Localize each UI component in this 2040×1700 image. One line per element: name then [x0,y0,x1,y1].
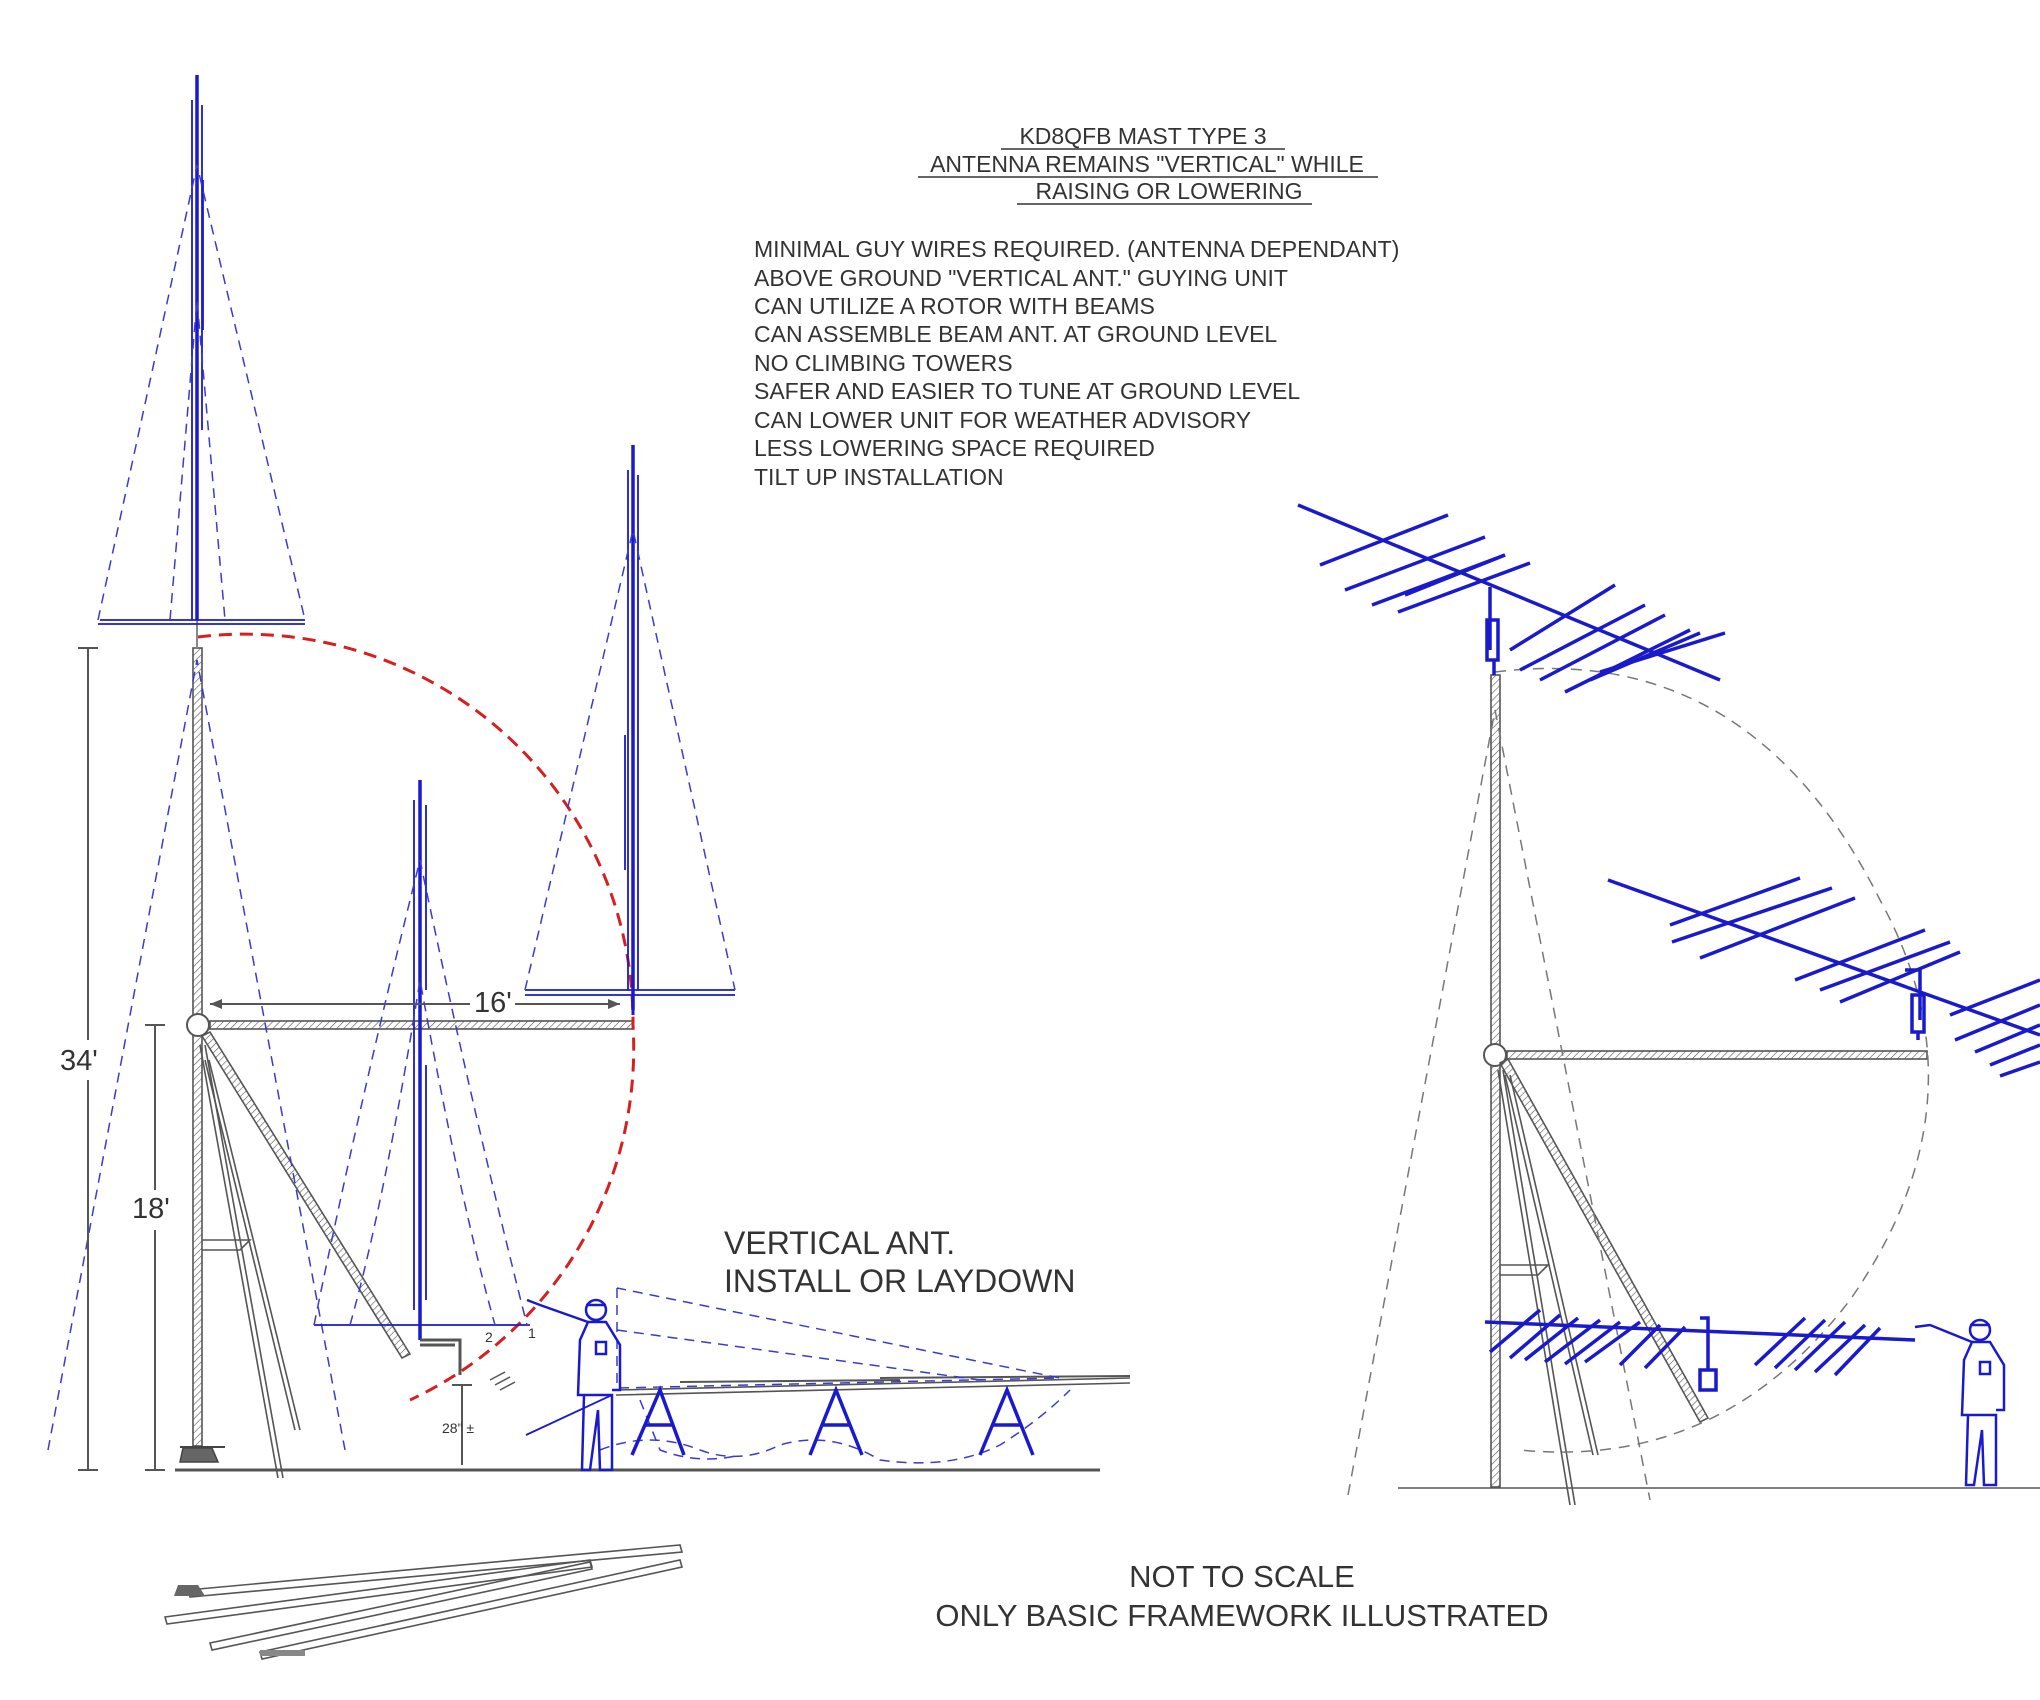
svg-text:1: 1 [528,1325,536,1341]
clearance-dimension: 28" ± [442,1420,474,1436]
feature-item: TILT UP INSTALLATION [754,464,1004,490]
swing-arc [197,632,636,1402]
feature-item: ABOVE GROUND "VERTICAL ANT." GUYING UNIT [754,265,1288,291]
mast [1490,674,1501,1488]
beam-antenna-mid [1607,876,2040,1078]
footer-notes: NOT TO SCALE ONLY BASIC FRAMEWORK ILLUST… [935,1559,1548,1633]
pivot-height-dimension: 18' [132,1193,170,1225]
boom-length-dimension: 16' [474,987,512,1019]
sawhorse [630,1385,686,1456]
guy-wires [47,659,346,1451]
swing-arc [1494,667,1930,1453]
strut [1497,1069,1571,1506]
person-figure [525,1298,622,1472]
pivot-joint [186,1013,210,1037]
beam-antenna-low [1484,1308,1916,1392]
feature-item: CAN ASSEMBLE BEAM ANT. AT GROUND LEVEL [754,321,1277,347]
feature-item: CAN UTILIZE A ROTOR WITH BEAMS [754,293,1155,319]
feature-item: CAN LOWER UNIT FOR WEATHER ADVISORY [754,407,1251,433]
strut [199,1044,279,1479]
vertical-antenna-mid [524,445,736,1015]
title-line-3: RAISING OR LOWERING [1035,178,1302,204]
feature-item: SAFER AND EASIER TO TUNE AT GROUND LEVEL [754,378,1300,404]
beam-antenna-up [1297,503,1726,694]
guy-wires [1347,709,1651,1501]
stored-mast-sections [163,1544,684,1660]
right-mast-assembly [1297,503,2040,1506]
vertical-antenna-low: 2 1 [313,780,536,1391]
feature-item: MINIMAL GUY WIRES REQUIRED. (ANTENNA DEP… [754,236,1399,262]
pivot-joint [1483,1043,1507,1067]
feature-list: MINIMAL GUY WIRES REQUIRED. (ANTENNA DEP… [754,236,1399,490]
feature-item: LESS LOWERING SPACE REQUIRED [754,435,1155,461]
laydown-antenna [599,1287,1131,1464]
note-line-2: ONLY BASIC FRAMEWORK ILLUSTRATED [935,1598,1548,1633]
title-line-2: ANTENNA REMAINS "VERTICAL" WHILE [930,151,1364,177]
title-block: KD8QFB MAST TYPE 3 ANTENNA REMAINS "VERT… [918,123,1378,205]
svg-text:2: 2 [485,1329,493,1345]
sawhorse [978,1385,1035,1456]
install-label-line-1: VERTICAL ANT. [724,1225,955,1261]
sawhorse [808,1385,864,1456]
boom [1506,1050,1928,1060]
vertical-antenna-up [97,75,306,648]
mast-base [179,1447,220,1463]
diagonal-brace [200,1030,412,1360]
person-figure [1914,1318,2006,1487]
title-line-1: KD8QFB MAST TYPE 3 [1019,123,1266,149]
install-label-line-2: INSTALL OR LAYDOWN [724,1263,1075,1299]
feature-item: NO CLIMBING TOWERS [754,350,1013,376]
left-mast-assembly: 2 1 28" ± 34' 18' 16' [47,75,1131,1660]
note-line-1: NOT TO SCALE [1129,1559,1355,1594]
total-height-dimension: 34' [60,1045,98,1077]
